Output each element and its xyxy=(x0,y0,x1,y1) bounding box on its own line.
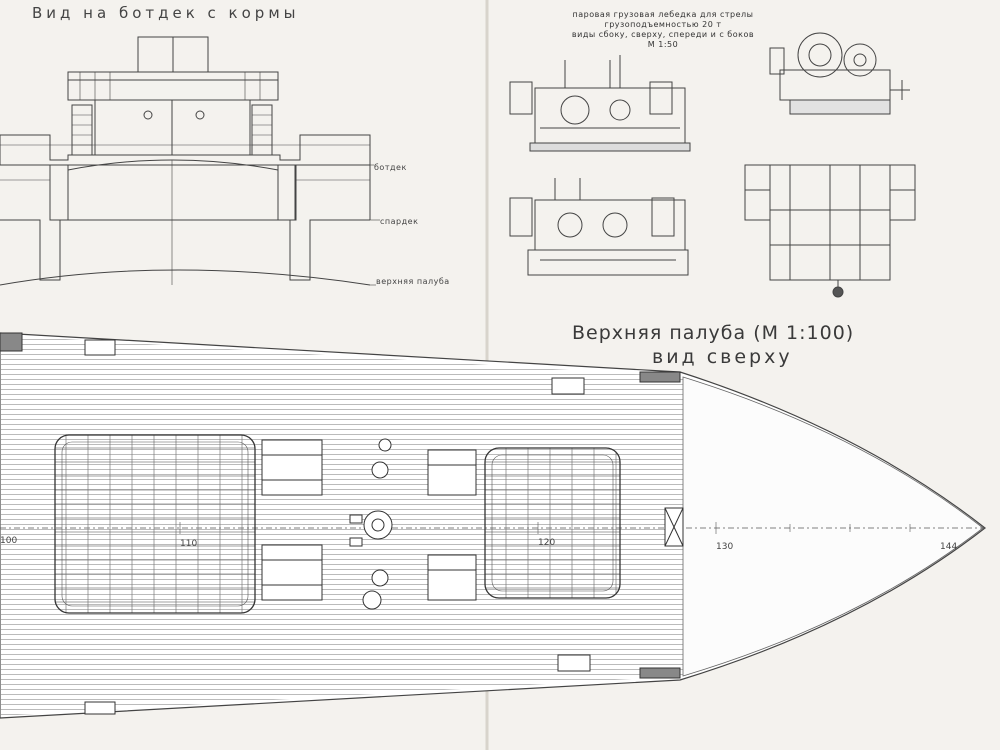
frame-number: 130 xyxy=(716,542,734,552)
level-label-upper-deck: верхняя палуба xyxy=(376,277,450,286)
winch-caption: паровая грузовая лебедка для стрелы груз… xyxy=(548,10,778,50)
deck-winches xyxy=(261,439,477,601)
fore-cargo-hatch xyxy=(484,447,621,599)
winch-front-view xyxy=(509,178,689,276)
frame-number: 110 xyxy=(180,539,198,549)
frame-number: 144 xyxy=(940,542,958,552)
winch-top-view xyxy=(744,164,916,298)
stern-view xyxy=(0,36,380,286)
frame-number: 120 xyxy=(538,538,556,548)
winch-caption-line: виды сбоку, сверху, спереди и с боков xyxy=(571,30,755,39)
frame-number: 100 xyxy=(0,536,18,546)
deck-plan-title: Верхняя палуба (М 1:100) xyxy=(572,322,855,344)
winch-caption-line: паровая грузовая лебедка для стрелы xyxy=(572,10,754,19)
winch-caption-line: грузоподъемностью 20 т xyxy=(604,20,722,29)
stern-view-title: Вид на ботдек с кормы xyxy=(32,4,300,22)
winch-caption-line: М 1:50 xyxy=(647,40,679,49)
level-label-spar-deck: спардек xyxy=(380,217,419,226)
deck-fittings xyxy=(0,332,684,715)
winch-end-view xyxy=(769,32,910,115)
level-label-boat-deck: ботдек xyxy=(374,163,407,172)
deck-plan-subtitle: вид сверху xyxy=(652,346,793,368)
winch-side-view xyxy=(509,55,691,152)
aft-cargo-hatch xyxy=(54,434,256,614)
deck-plan xyxy=(0,332,986,719)
